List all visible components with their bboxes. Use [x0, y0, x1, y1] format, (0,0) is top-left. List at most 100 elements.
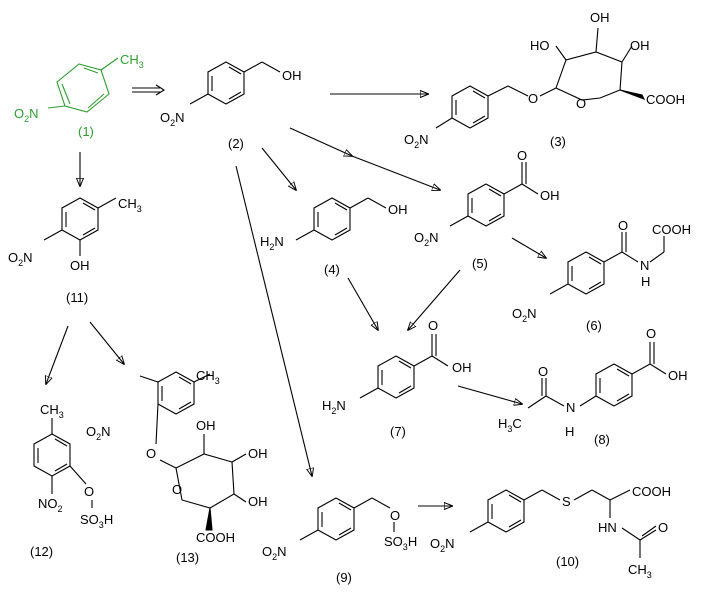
- arrow-11-to-13: [89, 321, 124, 364]
- nitro-group: O2N: [8, 250, 33, 268]
- amide-nitrogen: N: [566, 400, 575, 415]
- hydroxyl-c: OH: [248, 494, 268, 509]
- compound-4: OH H2N (4): [260, 197, 408, 277]
- benzene-ring: [487, 489, 525, 533]
- carboxyl-group: COOH: [652, 222, 691, 237]
- glycosidic-oxygen: O: [528, 91, 538, 106]
- arrow-2-to-9: [235, 165, 312, 476]
- compound-11: CH3 O2N OH (11): [8, 196, 142, 305]
- carbonyl-oxygen: O: [618, 218, 628, 233]
- compound-label-10: (10): [556, 554, 579, 569]
- compound-10: O2N S COOH HN O CH3 (10): [430, 484, 671, 580]
- arrow-7-to-8: [457, 385, 522, 404]
- compound-6: O N H COOH O2N (6): [512, 218, 691, 333]
- hydroxyl-group: OH: [388, 202, 408, 217]
- amide-nitrogen: N: [640, 258, 649, 273]
- arrow-2-to-5-a: [289, 127, 352, 156]
- methyl-group: CH3: [196, 368, 220, 386]
- arrow-2-to-5-b: [351, 155, 440, 190]
- thioether-sulfur: S: [562, 494, 571, 509]
- hydroxyl-a: OH: [196, 418, 216, 433]
- glucuronide-ring: [555, 51, 623, 101]
- benzene-ring: [567, 251, 605, 295]
- sulfate-oxygen: O: [390, 508, 400, 523]
- glucuronide-ring: [175, 453, 235, 509]
- amide-hydrogen: H: [641, 274, 650, 289]
- glycosidic-oxygen: O: [146, 446, 156, 461]
- methyl-group: CH3: [120, 52, 144, 70]
- compound-label-13: (13): [176, 550, 199, 565]
- benzene-ring: [33, 433, 71, 477]
- benzene-ring: [595, 363, 633, 407]
- compound-2: OH O2N (2): [160, 61, 302, 151]
- compound-label-6: (6): [586, 318, 602, 333]
- benzene-ring: [157, 371, 195, 415]
- arrow-11-to-12: [46, 325, 69, 384]
- sulfonic-acid: SO3H: [384, 534, 417, 552]
- compound-label-7: (7): [390, 424, 406, 439]
- compound-label-8: (8): [594, 432, 610, 447]
- methyl-group: CH3: [40, 402, 64, 420]
- benzene-ring: [313, 197, 351, 241]
- compound-9: O SO3H O2N (9): [262, 497, 417, 585]
- compound-label-5: (5): [472, 256, 488, 271]
- compound-label-4: (4): [324, 262, 340, 277]
- carboxyl-oxygen: O: [646, 326, 656, 341]
- nitro-group: O2N: [14, 106, 39, 124]
- hydroxyl-b: OH: [248, 446, 268, 461]
- nitro-group: O2N: [414, 230, 439, 248]
- nitro-group: O2N: [86, 424, 111, 442]
- arrow-2-to-4: [261, 147, 296, 190]
- sulfate-oxygen: O: [84, 484, 94, 499]
- nitro-group: O2N: [160, 110, 185, 128]
- compound-label-12: (12): [30, 544, 53, 559]
- compound-label-2: (2): [228, 136, 244, 151]
- benzene-ring: [377, 355, 415, 399]
- nitro-group: NO2: [38, 496, 63, 514]
- compound-5: O OH O2N (5): [414, 148, 560, 271]
- hydroxyl-a: HO: [530, 38, 550, 53]
- arrow-5-to-7: [408, 269, 461, 330]
- compound-label-3: (3): [550, 134, 566, 149]
- compound-12: CH3 NO2 O SO3H (12): [30, 402, 113, 559]
- amino-group: H2N: [322, 398, 346, 416]
- nitro-group: O2N: [430, 536, 455, 554]
- benzene-ring: [61, 197, 99, 241]
- compound-1: CH3 O2N (1): [14, 52, 144, 139]
- amide-hydrogen: H: [565, 424, 574, 439]
- compound-label-1: (1): [78, 124, 94, 139]
- hydroxyl-group: OH: [668, 368, 688, 383]
- compound-3: O O HO OH OH COOH O2N (3): [404, 10, 685, 150]
- conversion-arrow-1-2: [132, 84, 166, 96]
- arrow-4-to-7: [347, 277, 378, 330]
- acetyl-methyl: H3C: [498, 416, 522, 434]
- hydroxyl-c: OH: [630, 38, 650, 53]
- nitro-group: O2N: [404, 132, 429, 150]
- benzene-ring: [467, 183, 505, 227]
- benzene-ring: [56, 63, 110, 113]
- carboxyl-group: COOH: [632, 484, 671, 499]
- ring-oxygen: O: [172, 482, 182, 497]
- carbonyl-oxygen: O: [517, 148, 527, 163]
- acetyl-oxygen: O: [658, 520, 668, 535]
- ring-oxygen: O: [576, 96, 586, 111]
- hydroxyl-b: OH: [590, 10, 610, 25]
- benzene-ring: [451, 85, 489, 129]
- hydroxyl-group: OH: [282, 68, 302, 83]
- benzene-ring: [207, 61, 245, 105]
- benzene-ring: [317, 497, 355, 541]
- hydroxyl-group: OH: [540, 188, 560, 203]
- amino-group: H2N: [260, 234, 284, 252]
- compound-label-11: (11): [66, 290, 88, 305]
- compound-7: O OH H2N (7): [322, 318, 472, 439]
- carbonyl-oxygen: O: [428, 318, 438, 333]
- hydroxyl-group: OH: [70, 258, 90, 273]
- compound-label-9: (9): [336, 570, 352, 585]
- acetyl-oxygen: O: [538, 364, 548, 379]
- nitro-group: O2N: [262, 544, 287, 562]
- nitro-group: O2N: [512, 306, 537, 324]
- compound-8: O OH N H O H3C (8): [498, 326, 688, 447]
- carboxyl-group: COOH: [646, 92, 685, 107]
- acetyl-methyl: CH3: [628, 562, 652, 580]
